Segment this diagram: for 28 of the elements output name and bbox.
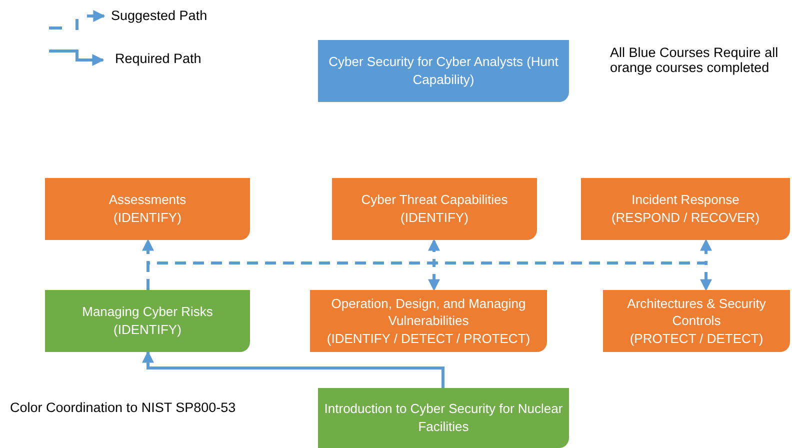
course-title: Incident Response bbox=[632, 191, 740, 209]
arrow bbox=[142, 350, 444, 388]
course-title: Architectures & Security Controls bbox=[626, 294, 767, 330]
course-title: Operation, Design, and Managing Vulnerabilities bbox=[330, 294, 527, 330]
legend-text: Required Path bbox=[115, 51, 202, 66]
course-title: Assessments bbox=[108, 191, 186, 209]
legend-text: Suggested Path bbox=[111, 8, 208, 23]
course-box bbox=[603, 290, 790, 352]
course-title: Introduction to Cyber Security for Nuclear Facilities bbox=[324, 400, 563, 436]
course-box bbox=[45, 290, 250, 352]
function-label: (IDENTIFY / DETECT / PROTECT) bbox=[326, 330, 530, 348]
function-label: (IDENTIFY) bbox=[114, 209, 182, 227]
course-title: Cyber Security for Cyber Analysts (Hunt Capability) bbox=[328, 53, 560, 89]
function-label: (RESPOND / RECOVER) bbox=[611, 209, 760, 227]
function-label: (IDENTIFY) bbox=[400, 209, 468, 227]
course-box bbox=[318, 388, 569, 448]
course-box bbox=[581, 178, 790, 240]
course-box bbox=[45, 178, 250, 240]
note-text: All Blue Courses Require all orange courses completed bbox=[610, 45, 780, 75]
function-label: (PROTECT / DETECT) bbox=[630, 330, 764, 348]
course-title: Managing Cyber Risks bbox=[82, 303, 213, 321]
function-label: (IDENTIFY) bbox=[114, 321, 182, 339]
note-text: Color Coordination to NIST SP800-53 bbox=[10, 400, 237, 415]
course-box bbox=[310, 290, 547, 352]
course-box bbox=[332, 178, 537, 240]
course-box bbox=[318, 40, 569, 102]
course-title: Cyber Threat Capabilities bbox=[361, 191, 508, 209]
dashed-arrow bbox=[146, 262, 712, 292]
